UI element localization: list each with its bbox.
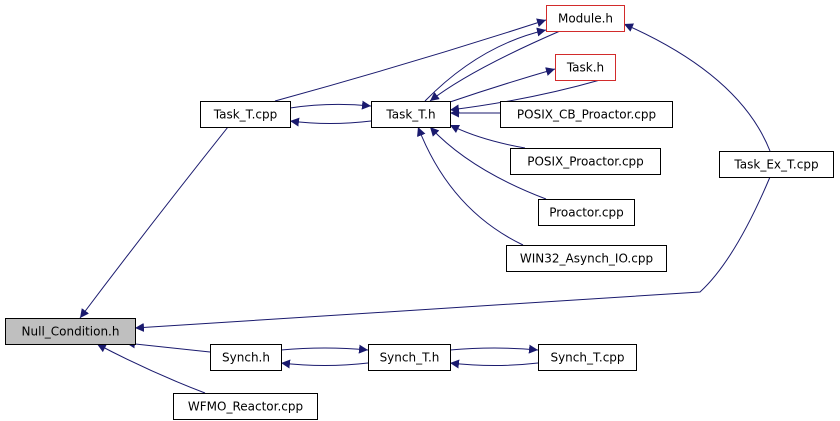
- edge-win32_asynch_io_cpp-to-task_t_h: [417, 126, 524, 246]
- edge-task_ex_t_cpp-to-null_condition_h: [134, 176, 771, 332]
- node-label: Task_T.h: [385, 108, 435, 122]
- edge-synch_t_h-to-synch_t_cpp: [449, 344, 539, 354]
- node-box[interactable]: [538, 344, 637, 371]
- edge-task_t_cpp-to-null_condition_h: [79, 126, 229, 319]
- node-label: Synch.h: [222, 351, 270, 365]
- node-label: Synch_T.cpp: [550, 351, 624, 365]
- node-label: POSIX_Proactor.cpp: [527, 155, 644, 169]
- node-box[interactable]: [546, 5, 625, 32]
- edge-task_ex_t_cpp-to-module_h: [623, 23, 771, 152]
- node-box[interactable]: [500, 101, 673, 128]
- node-label: POSIX_CB_Proactor.cpp: [517, 108, 656, 122]
- node-task-t-h[interactable]: Task_T.h: [371, 101, 451, 128]
- edge-synch_t_cpp-to-synch_t_h: [449, 359, 539, 369]
- node-wfmo-reactor-cpp[interactable]: WFMO_Reactor.cpp: [173, 393, 318, 420]
- edges-layer: [79, 18, 771, 394]
- edge-proactor_cpp-to-task_t_h: [429, 126, 547, 200]
- node-synch-h[interactable]: Synch.h: [210, 344, 282, 371]
- edge-task_t_cpp-to-task_t_h: [289, 100, 372, 110]
- node-win32-asynch-io-cpp[interactable]: WIN32_Asynch_IO.cpp: [506, 245, 667, 272]
- node-posix-cb-proactor-cpp[interactable]: POSIX_CB_Proactor.cpp: [500, 101, 673, 128]
- edge-wfmo_reactor_cpp-to-null_condition_h: [96, 343, 206, 394]
- node-box[interactable]: [200, 101, 291, 128]
- edge-task_t_h-to-module_h: [424, 27, 547, 102]
- node-box[interactable]: [368, 344, 451, 371]
- node-label: Synch_T.h: [380, 351, 440, 365]
- node-task-h[interactable]: Task.h: [555, 54, 616, 81]
- node-synch-t-cpp[interactable]: Synch_T.cpp: [538, 344, 637, 371]
- nodes-layer: Null_Condition.h Task_T.cpp Task_T.h Module…: [5, 5, 834, 420]
- node-label: Task.h: [566, 61, 604, 75]
- node-box[interactable]: [371, 101, 451, 128]
- edge-task_t_cpp-to-module_h: [274, 18, 547, 102]
- node-label: WFMO_Reactor.cpp: [188, 400, 303, 414]
- node-box[interactable]: [210, 344, 282, 371]
- edge-synch_h-to-synch_t_h: [280, 344, 369, 354]
- node-box[interactable]: [173, 393, 318, 420]
- node-label: Module.h: [558, 12, 613, 26]
- node-task-ex-t-cpp[interactable]: Task_Ex_T.cpp: [719, 151, 834, 178]
- node-posix-proactor-cpp[interactable]: POSIX_Proactor.cpp: [510, 148, 661, 175]
- edge-synch_t_h-to-synch_h: [280, 359, 369, 369]
- edge-synch_h-to-null_condition_h: [125, 339, 211, 353]
- edge-task_t_h-to-task_t_cpp: [289, 117, 372, 127]
- node-synch-t-h[interactable]: Synch_T.h: [368, 344, 451, 371]
- node-proactor-cpp[interactable]: Proactor.cpp: [538, 199, 635, 226]
- node-box[interactable]: [555, 54, 616, 81]
- node-label: Task_Ex_T.cpp: [733, 158, 818, 172]
- edge-module_h-to-task_t_h: [429, 30, 561, 102]
- node-label: Task_T.cpp: [213, 108, 277, 122]
- node-box[interactable]: [510, 148, 661, 175]
- node-box[interactable]: [538, 199, 635, 226]
- node-label: Proactor.cpp: [549, 206, 624, 220]
- edge-task_h-to-task_t_h: [449, 79, 601, 114]
- node-box[interactable]: [719, 151, 834, 178]
- node-task-t-cpp[interactable]: Task_T.cpp: [200, 101, 291, 128]
- edge-posix_proactor_cpp-to-task_t_h: [449, 124, 526, 149]
- node-null-condition-h[interactable]: Null_Condition.h: [5, 318, 136, 345]
- node-box[interactable]: [5, 318, 136, 345]
- node-label: Null_Condition.h: [22, 325, 120, 339]
- node-module-h[interactable]: Module.h: [546, 5, 625, 32]
- node-label: WIN32_Asynch_IO.cpp: [520, 252, 653, 266]
- edge-task_t_h-to-task_h: [449, 67, 556, 103]
- node-box[interactable]: [506, 245, 667, 272]
